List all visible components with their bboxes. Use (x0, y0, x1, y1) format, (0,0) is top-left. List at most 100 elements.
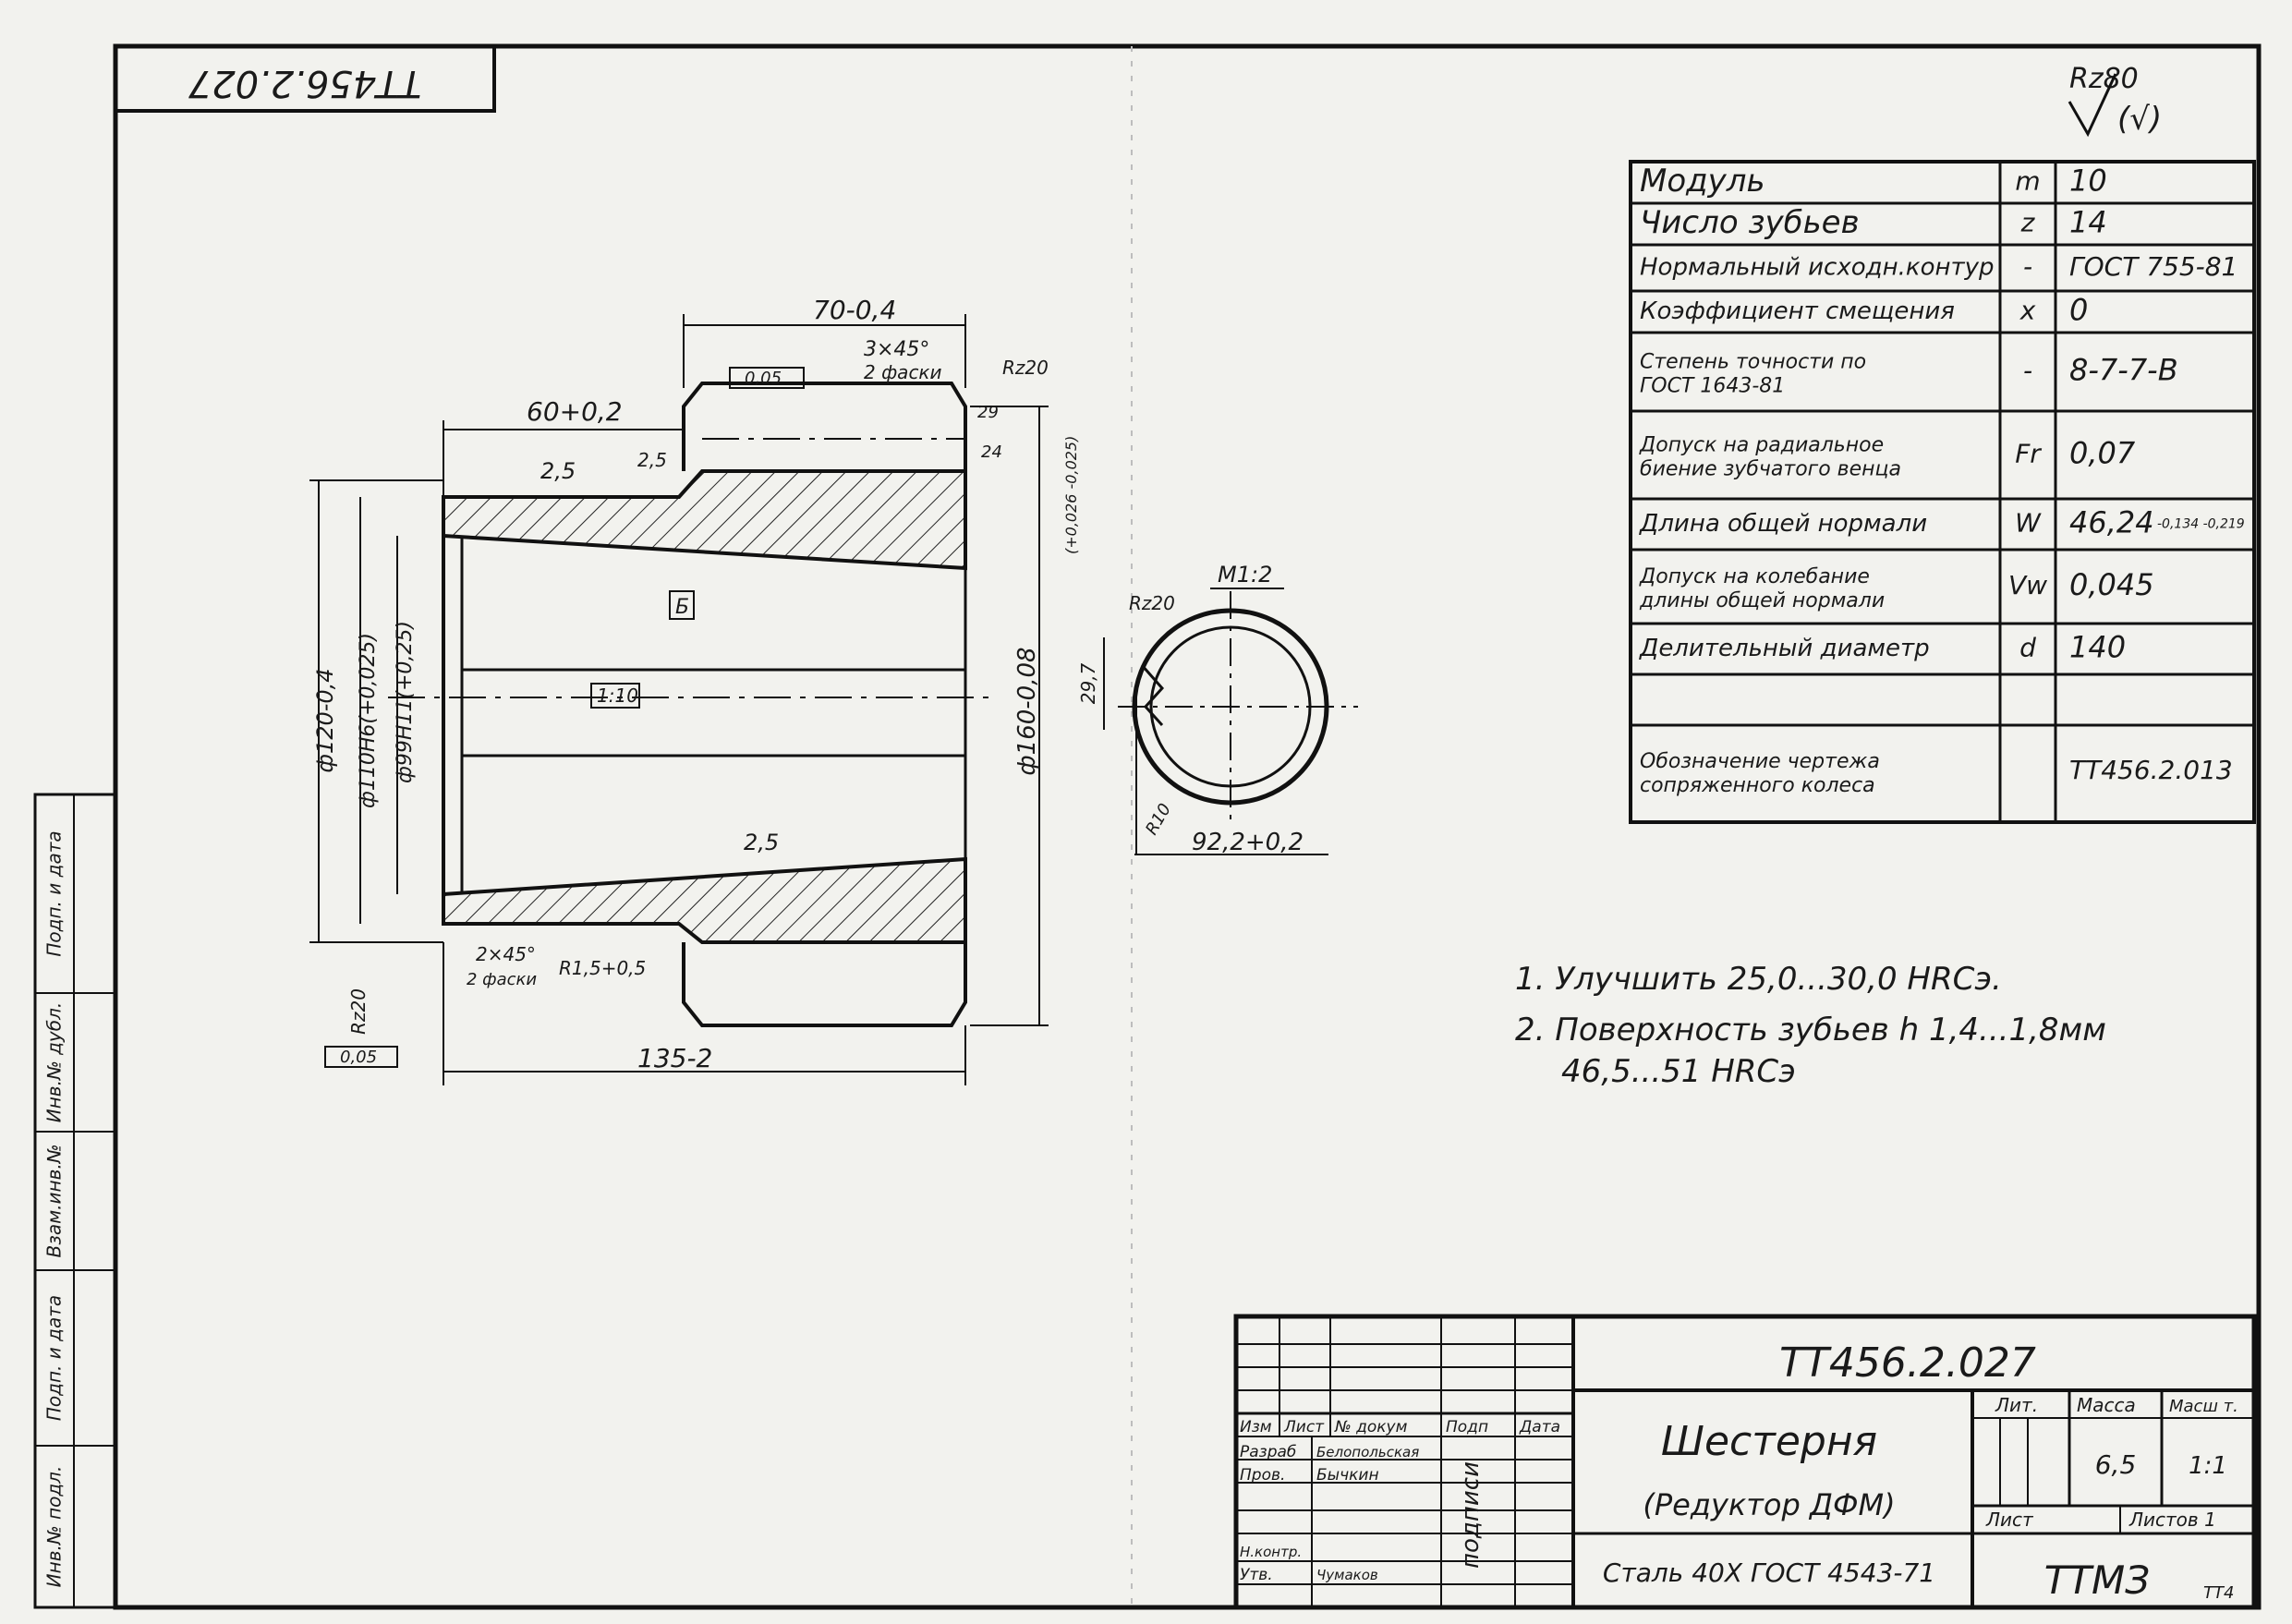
dim-two-chamfers-bottom: 2 фаски (467, 970, 537, 989)
table-row-value: 8-7-7-В (2069, 353, 2178, 388)
table-row-symbol: Vw (2008, 570, 2047, 600)
dim-taper: 1:10 (597, 685, 638, 707)
hdr-listov: Листов 1 (2128, 1509, 2216, 1531)
section-297: 29,7 (1077, 662, 1099, 704)
row-prov: Пров. (1240, 1466, 1285, 1485)
table-row-name: Длина общей нормали (1639, 510, 1927, 538)
table-row-symbol: W (2015, 508, 2042, 539)
table-row-value: 140 (2069, 630, 2126, 665)
dim-len-60: 60+0,2 (527, 396, 623, 427)
table-row-symbol: d (2019, 633, 2036, 663)
dim-rough-25-top: 2,5 (540, 458, 576, 484)
section-scale: М1:2 (1218, 562, 1272, 588)
dim-r15: R1,5+0,5 (559, 957, 646, 979)
side-strip-label: Подп. и дата (43, 1295, 66, 1421)
hdr-podp: Подп (1446, 1418, 1488, 1436)
side-strip-label: Подп. и дата (43, 830, 66, 956)
side-strip-label: Инв.№ подл. (43, 1466, 66, 1588)
row-prov-name: Бычкин (1316, 1466, 1379, 1485)
section-rz20: Rz20 (1129, 592, 1175, 614)
roughness-mark-text: Rz80 (2069, 63, 2139, 95)
dim-two-chamfers-top: 2 фаски (864, 361, 942, 383)
hdr-ndoc: № докум (1334, 1418, 1408, 1436)
table-row-symbol: Fr (2015, 439, 2042, 469)
dim-d110: ф110Н6(+0,025) (357, 633, 380, 808)
title-material: Сталь 40Х ГОСТ 4543-71 (1603, 1557, 1935, 1588)
dim-rz20-top: Rz20 (1002, 357, 1049, 379)
table-row-name: Нормальный исходн.контур (1640, 254, 1995, 282)
section-view (1103, 588, 1358, 855)
title-name: Шестерня (1661, 1418, 1877, 1465)
mass-value: 6,5 (2095, 1449, 2137, 1480)
table-row-value: TT456.2.013 (2069, 755, 2233, 785)
dim-d120: ф120-0,4 (312, 668, 338, 772)
roughness-mark-suffix: (√) (2117, 101, 2162, 138)
roughness-mark: Rz80 (√) (2068, 63, 2162, 138)
section-922: 92,2+0,2 (1192, 829, 1304, 856)
dim-rough-25-small: 2,5 (637, 449, 667, 471)
row-podpisi: подписи (1457, 1461, 1485, 1569)
part-side-view (309, 314, 1049, 1085)
dim-chamfer-2x45: 2×45° (476, 943, 536, 965)
hdr-massa: Масса (2077, 1394, 2136, 1416)
dim-chamfer-3x45: 3×45° (864, 338, 929, 361)
table-row-name: Коэффициент смещения (1640, 297, 1955, 325)
table-row-value: ГОСТ 755-81 (2069, 251, 2237, 282)
table-row-name: Делительный диаметр (1639, 635, 1930, 662)
table-row-name: Модуль (1640, 163, 1765, 200)
table-row-value: 0,07 (2069, 436, 2136, 471)
dimension-labels: 70-0,4 3×45° 2 фаски Rz20 0,05 60+0,2 29… (312, 295, 1304, 1073)
hdr-list: Лист (1283, 1418, 1325, 1436)
dim-tol-005-left: 0,05 (340, 1048, 377, 1067)
hdr-data: Дата (1519, 1418, 1560, 1436)
table-row-symbol: m (2015, 166, 2040, 197)
table-row-value: 0,045 (2069, 567, 2154, 602)
table-row-value: 14 (2069, 205, 2107, 240)
title-block-labels: TT456.2.027 Шестерня (Редуктор ДФМ) Стал… (1240, 1339, 2238, 1603)
table-row-value: 0 (2069, 293, 2088, 328)
dim-rough-25-bottom: 2,5 (744, 830, 779, 855)
table-row-symbol: z (2020, 208, 2036, 238)
dim-datum-b: Б (675, 596, 689, 619)
dim-len-70: 70-0,4 (813, 295, 896, 325)
dim-rz20-left: Rz20 (347, 988, 370, 1035)
dim-d160: ф160-0,08 (1013, 647, 1041, 775)
dim-len-135: 135-2 (637, 1043, 712, 1073)
tooth-crown-bottom (682, 942, 967, 1027)
hdr-lit: Лит. (1995, 1394, 2038, 1416)
hdr-izm: Изм (1240, 1418, 1272, 1436)
title-org-sub: ТТ4 (2203, 1583, 2234, 1603)
table-row-name: Число зубьев (1640, 204, 1860, 241)
table-row-symbol: - (2023, 356, 2032, 386)
table-row-value: 46,24 (2069, 505, 2154, 540)
row-utv: Утв. (1240, 1566, 1273, 1584)
row-razrab-name: Белопольская (1316, 1444, 1419, 1460)
side-strip-label: Взам.инв.№ (43, 1144, 66, 1257)
title-org: ТТМЗ (2044, 1557, 2150, 1603)
section-r: R10 (1142, 800, 1175, 838)
row-razrab: Разраб (1240, 1443, 1296, 1461)
stamp-code-rotated: TT456.2.027 (188, 62, 421, 104)
stamp-box (114, 44, 496, 113)
table-row-value-tol: -0,134 -0,219 (2157, 517, 2245, 532)
dim-v-29: 29 (977, 403, 999, 422)
title-code: TT456.2.027 (1779, 1339, 2036, 1387)
section-297-tol: (+0,026 -0,025) (1062, 436, 1080, 554)
hdr-masshtab: Масш т. (2169, 1397, 2238, 1416)
section-wall-bottom (442, 856, 967, 944)
dim-tol-005-top: 0,05 (745, 369, 782, 388)
title-subtitle: (Редуктор ДФМ) (1643, 1487, 1895, 1522)
hdr-list2: Лист (1985, 1509, 2034, 1531)
row-nkontr: Н.контр. (1240, 1544, 1302, 1560)
section-wall-top (442, 469, 967, 571)
note-2: 2. Поверхность зубьев h 1,4...1,8мм (1515, 1012, 2106, 1048)
dim-d99: ф99Н11(+0,25) (394, 621, 417, 783)
note-3: 46,5...51 HRCэ (1561, 1053, 1796, 1090)
